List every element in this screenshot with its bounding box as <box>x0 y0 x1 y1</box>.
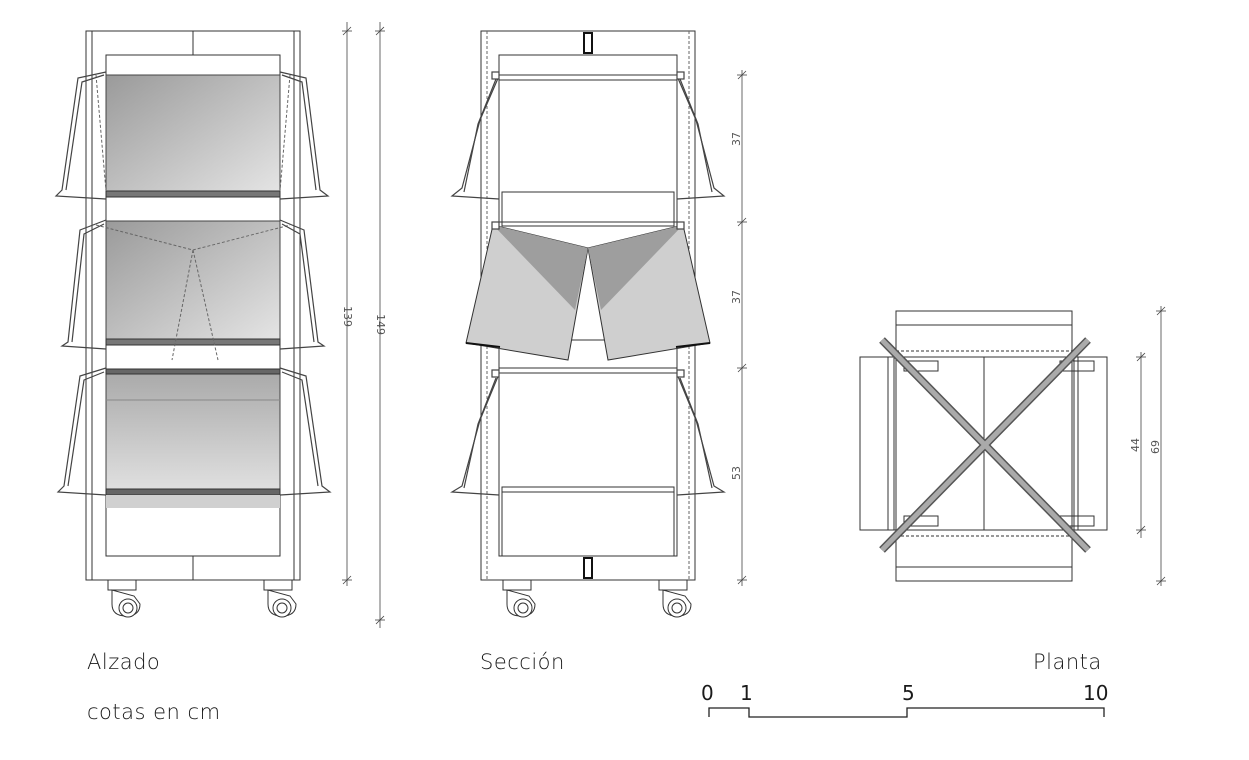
dim-section-top: 37 <box>730 132 743 146</box>
dimensions-note: cotas en cm <box>87 700 221 724</box>
plan-view <box>859 306 1166 586</box>
section-view <box>450 30 747 618</box>
dim-elevation-inner: 139 <box>341 306 354 327</box>
scale-tick-1: 1 <box>740 681 753 705</box>
scale-tick-5: 5 <box>902 681 915 705</box>
scale-bar <box>708 707 1105 718</box>
scale-tick-10: 10 <box>1083 681 1108 705</box>
dim-section-mid: 37 <box>730 290 743 304</box>
dim-elevation-total: 149 <box>374 314 387 335</box>
section-dimension-lines <box>737 70 747 586</box>
elevation-panel-bottom <box>105 368 281 496</box>
scale-tick-0: 0 <box>701 681 714 705</box>
elevation-casters <box>107 579 297 618</box>
dim-section-bottom: 53 <box>730 466 743 480</box>
section-label: Sección <box>480 650 565 674</box>
dim-plan-total: 69 <box>1149 440 1162 454</box>
elevation-dimension-lines <box>342 22 385 628</box>
elevation-view <box>54 22 385 628</box>
dim-plan-inner: 44 <box>1129 438 1142 452</box>
elevation-panel-middle <box>105 220 281 346</box>
section-casters <box>502 579 692 618</box>
plan-cross-bars <box>879 337 1091 553</box>
elevation-panel-top <box>105 74 281 198</box>
plan-outer <box>895 310 1073 582</box>
plan-label: Planta <box>1033 650 1102 674</box>
plan-dimension-lines <box>1136 306 1166 586</box>
elevation-label: Alzado <box>87 650 161 674</box>
